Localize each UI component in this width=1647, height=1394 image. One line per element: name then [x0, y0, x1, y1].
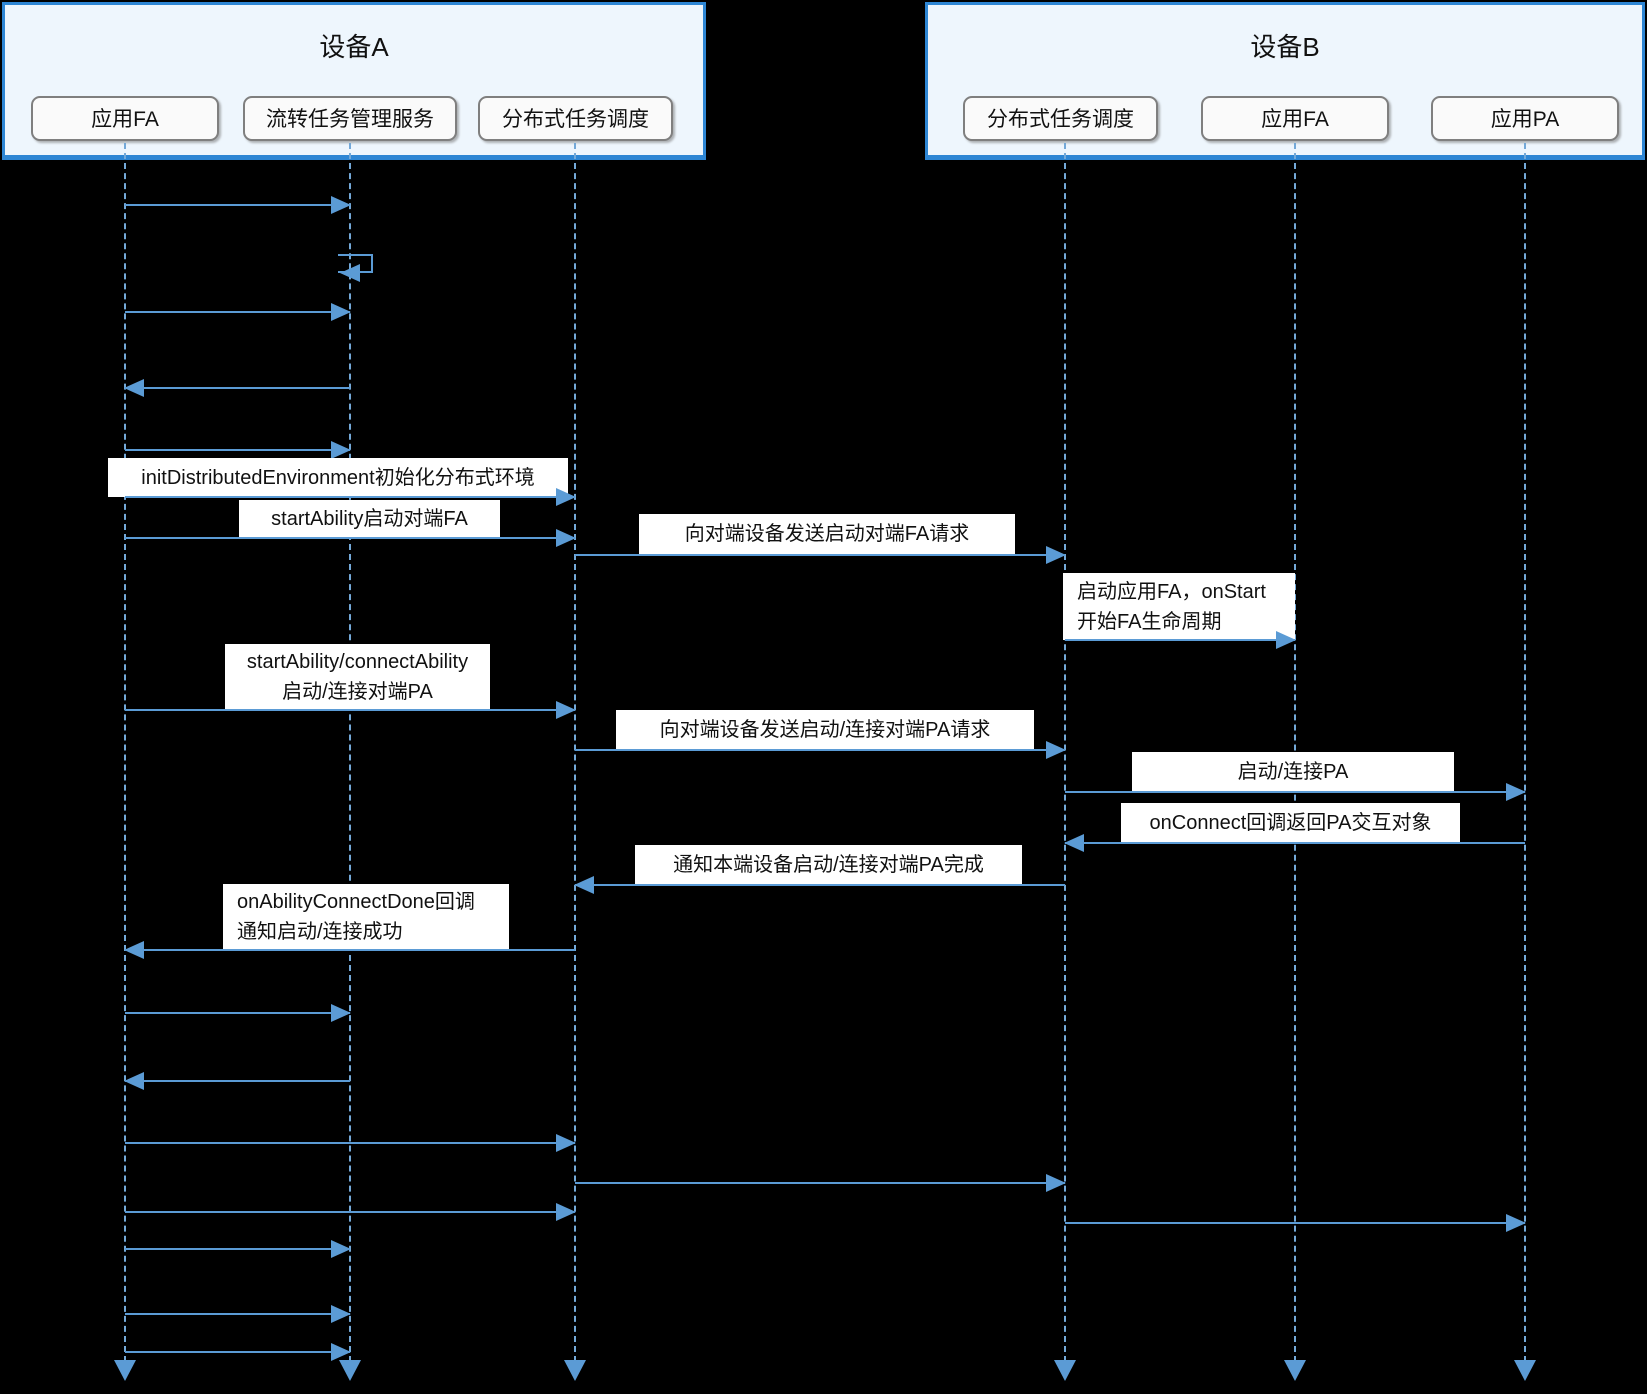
- message-arrow-appfa-to-flowservice: [125, 303, 351, 321]
- arrowhead-icon: [556, 1203, 576, 1221]
- arrowhead-icon: [1276, 631, 1296, 649]
- message-arrow-notify-pa-done: [574, 876, 1065, 894]
- arrowhead-icon: [1064, 834, 1084, 852]
- arrowhead-icon: [1046, 1174, 1066, 1192]
- arrowhead-icon: [1046, 546, 1066, 564]
- message-arrow-appfa-to-scheduler: [125, 1203, 576, 1221]
- message-arrow-start-connect-ability: [125, 701, 576, 719]
- message-arrow-start-remote-fa: [125, 529, 576, 547]
- message-arrow-appfa-to-flowservice: [125, 441, 351, 459]
- arrowhead-icon: [1506, 1214, 1526, 1232]
- arrowhead-icon: [556, 701, 576, 719]
- lifeline-end-arrow-icon: [339, 1360, 361, 1381]
- label-onability-connect-done: onAbilityConnectDone回调 通知启动/连接成功: [223, 884, 509, 950]
- message-arrow-appfa-to-flowservice: [125, 1240, 351, 1258]
- message-arrow-init-env: [125, 488, 576, 506]
- self-message-loop-flowservice: [338, 254, 373, 282]
- message-arrow-onconnect-callback: [1064, 834, 1525, 852]
- participant-device-a-app-fa: 应用FA: [31, 96, 219, 141]
- arrowhead-icon: [556, 529, 576, 547]
- lifeline-a-flow-task-service: [349, 143, 351, 1362]
- arrowhead-icon: [124, 1072, 144, 1090]
- device-a-title: 设备A: [319, 32, 389, 62]
- participant-device-b-app-fa: 应用FA: [1201, 96, 1389, 141]
- arrowhead-icon: [331, 303, 351, 321]
- lifeline-b-app-pa: [1524, 143, 1526, 1362]
- lifeline-a-distributed-scheduler: [574, 143, 576, 1362]
- lifeline-end-arrow-icon: [1054, 1360, 1076, 1381]
- device-b-title: 设备B: [1250, 32, 1320, 62]
- message-arrow-appfa-to-flowservice: [125, 196, 351, 214]
- arrowhead-icon: [1046, 741, 1066, 759]
- message-arrow-flowservice-to-appfa: [124, 1072, 350, 1090]
- lifeline-a-app-fa: [124, 143, 126, 1362]
- participant-device-b-app-pa: 应用PA: [1431, 96, 1619, 141]
- arrowhead-icon: [556, 1134, 576, 1152]
- label-start-app-fa-lifecycle: 启动应用FA，onStart 开始FA生命周期: [1063, 573, 1295, 640]
- message-arrow-flowservice-to-appfa: [124, 379, 350, 397]
- message-arrow-appfa-to-flowservice: [125, 1004, 351, 1022]
- label-start-connect-pa: 启动/连接PA: [1132, 752, 1454, 792]
- label-onconnect-callback: onConnect回调返回PA交互对象: [1121, 803, 1460, 843]
- lifeline-end-arrow-icon: [1284, 1360, 1306, 1381]
- message-arrow-start-connect-pa: [1065, 783, 1526, 801]
- message-arrow-appfa-to-scheduler: [125, 1134, 576, 1152]
- lifeline-end-arrow-icon: [1514, 1360, 1536, 1381]
- label-send-start-pa-request: 向对端设备发送启动/连接对端PA请求: [616, 710, 1034, 750]
- message-arrow-start-app-fa: [1065, 631, 1296, 649]
- label-start-remote-fa: startAbility启动对端FA: [239, 500, 500, 538]
- label-send-start-fa-request: 向对端设备发送启动对端FA请求: [639, 514, 1015, 554]
- arrowhead-icon: [124, 379, 144, 397]
- arrowhead-icon: [331, 1240, 351, 1258]
- label-start-connect-ability: startAbility/connectAbility 启动/连接对端PA: [225, 644, 490, 710]
- label-init-distributed-environment: initDistributedEnvironment初始化分布式环境: [108, 458, 568, 497]
- message-arrow-scheduler-b-to-apppa: [1065, 1214, 1526, 1232]
- message-arrow-appfa-to-flowservice: [125, 1305, 351, 1323]
- arrowhead-icon: [331, 441, 351, 459]
- arrowhead-icon: [331, 196, 351, 214]
- label-notify-pa-done: 通知本端设备启动/连接对端PA完成: [635, 845, 1022, 885]
- participant-device-a-distributed-scheduler: 分布式任务调度: [478, 96, 673, 141]
- participant-device-a-flow-task-service: 流转任务管理服务: [243, 96, 457, 141]
- arrowhead-icon: [1506, 783, 1526, 801]
- message-arrow-send-start-pa-request: [575, 741, 1066, 759]
- message-arrow-scheduler-a-to-scheduler-b: [575, 1174, 1066, 1192]
- participant-device-b-distributed-scheduler: 分布式任务调度: [963, 96, 1158, 141]
- arrowhead-icon: [340, 264, 360, 282]
- arrowhead-icon: [331, 1343, 351, 1361]
- arrowhead-icon: [331, 1004, 351, 1022]
- message-arrow-send-start-fa-request: [575, 546, 1066, 564]
- message-arrow-onability-connect-done: [124, 941, 575, 959]
- arrowhead-icon: [124, 941, 144, 959]
- message-arrow-appfa-to-flowservice: [125, 1343, 351, 1361]
- arrowhead-icon: [556, 488, 576, 506]
- arrowhead-icon: [574, 876, 594, 894]
- lifeline-end-arrow-icon: [114, 1360, 136, 1381]
- lifeline-end-arrow-icon: [564, 1360, 586, 1381]
- arrowhead-icon: [331, 1305, 351, 1323]
